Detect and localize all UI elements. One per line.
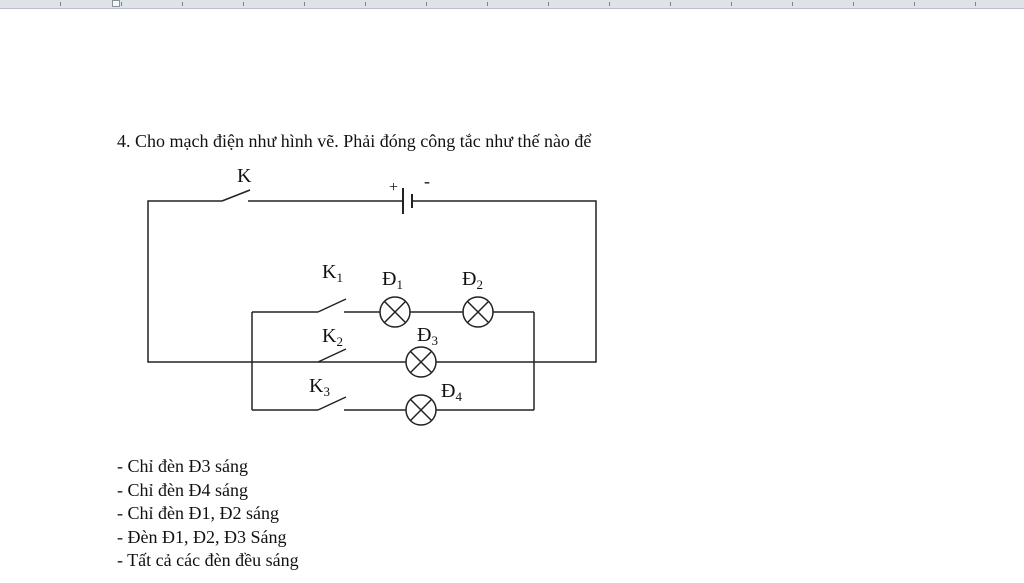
label-lamp-d4-name: Đ bbox=[441, 380, 455, 402]
switch-k1-lever bbox=[317, 298, 347, 313]
main-loop-wire bbox=[147, 200, 597, 363]
label-lamp-d2-sub: 2 bbox=[476, 277, 483, 292]
ruler-tick bbox=[914, 2, 915, 6]
list-item: - Đèn Đ1, Đ2, Đ3 Sáng bbox=[117, 526, 287, 547]
label-lamp-d4: Đ4 bbox=[441, 380, 462, 404]
battery-symbol bbox=[396, 188, 466, 214]
label-switch-k1-sub: 1 bbox=[336, 270, 343, 285]
ruler-tick bbox=[304, 2, 305, 6]
ruler-tick bbox=[609, 2, 610, 6]
label-lamp-d3: Đ3 bbox=[417, 324, 438, 348]
label-switch-k3-sub: 3 bbox=[323, 384, 330, 399]
label-lamp-d3-name: Đ bbox=[417, 324, 431, 346]
label-lamp-d3-sub: 3 bbox=[431, 333, 438, 348]
label-lamp-d4-sub: 4 bbox=[455, 389, 462, 404]
ruler-tick bbox=[426, 2, 427, 6]
label-lamp-d1: Đ1 bbox=[382, 268, 403, 292]
label-battery-minus: - bbox=[424, 171, 430, 191]
label-switch-k3-name: K bbox=[309, 375, 324, 397]
ruler-tick bbox=[121, 2, 122, 6]
list-item: - Chỉ đèn Đ3 sáng bbox=[117, 456, 248, 476]
label-switch-k2-name: K bbox=[322, 325, 337, 347]
label-switch-k: K bbox=[237, 165, 252, 187]
ruler-tick bbox=[243, 2, 244, 6]
label-switch-k2: K2 bbox=[322, 325, 343, 349]
list-item: - Chỉ đèn Đ1, Đ2 sáng bbox=[117, 503, 279, 523]
ruler-tick bbox=[975, 2, 976, 6]
ruler-tick bbox=[60, 2, 61, 6]
lamp-d1-icon bbox=[379, 296, 411, 328]
label-lamp-d2: Đ2 bbox=[462, 268, 483, 292]
label-switch-k1-name: K bbox=[322, 261, 337, 283]
label-switch-k2-sub: 2 bbox=[336, 334, 343, 349]
lamp-d4-icon bbox=[405, 394, 437, 426]
ruler-tick bbox=[853, 2, 854, 6]
label-lamp-d1-sub: 1 bbox=[396, 277, 403, 292]
label-lamp-d1-name: Đ bbox=[382, 268, 396, 290]
list-item: - Tất cả các đèn đều sáng bbox=[117, 550, 299, 570]
ruler-bar bbox=[0, 0, 1024, 9]
ruler-tick bbox=[487, 2, 488, 6]
answer-options-list: - Chỉ đèn Đ3 sáng - Chỉ đèn Đ4 sáng - Ch… bbox=[117, 455, 299, 573]
label-switch-k3: K3 bbox=[309, 375, 330, 399]
ruler-tick bbox=[182, 2, 183, 6]
switch-k2-lever bbox=[317, 348, 347, 363]
ruler-tick bbox=[731, 2, 732, 6]
ruler-tick bbox=[548, 2, 549, 6]
lamp-d2-icon bbox=[462, 296, 494, 328]
lamp-d3-icon bbox=[405, 346, 437, 378]
label-lamp-d2-name: Đ bbox=[462, 268, 476, 290]
ruler-indent-marker[interactable] bbox=[112, 0, 120, 7]
ruler-tick bbox=[670, 2, 671, 6]
switch-k3-lever bbox=[317, 396, 347, 411]
switch-k-lever bbox=[221, 189, 251, 202]
label-switch-k1: K1 bbox=[322, 261, 343, 285]
ruler-tick bbox=[365, 2, 366, 6]
ruler-tick bbox=[792, 2, 793, 6]
question-text: 4. Cho mạch điện như hình vẽ. Phải đóng … bbox=[117, 131, 592, 151]
list-item: - Chỉ đèn Đ4 sáng bbox=[117, 479, 248, 500]
label-battery-plus: + bbox=[389, 179, 398, 196]
